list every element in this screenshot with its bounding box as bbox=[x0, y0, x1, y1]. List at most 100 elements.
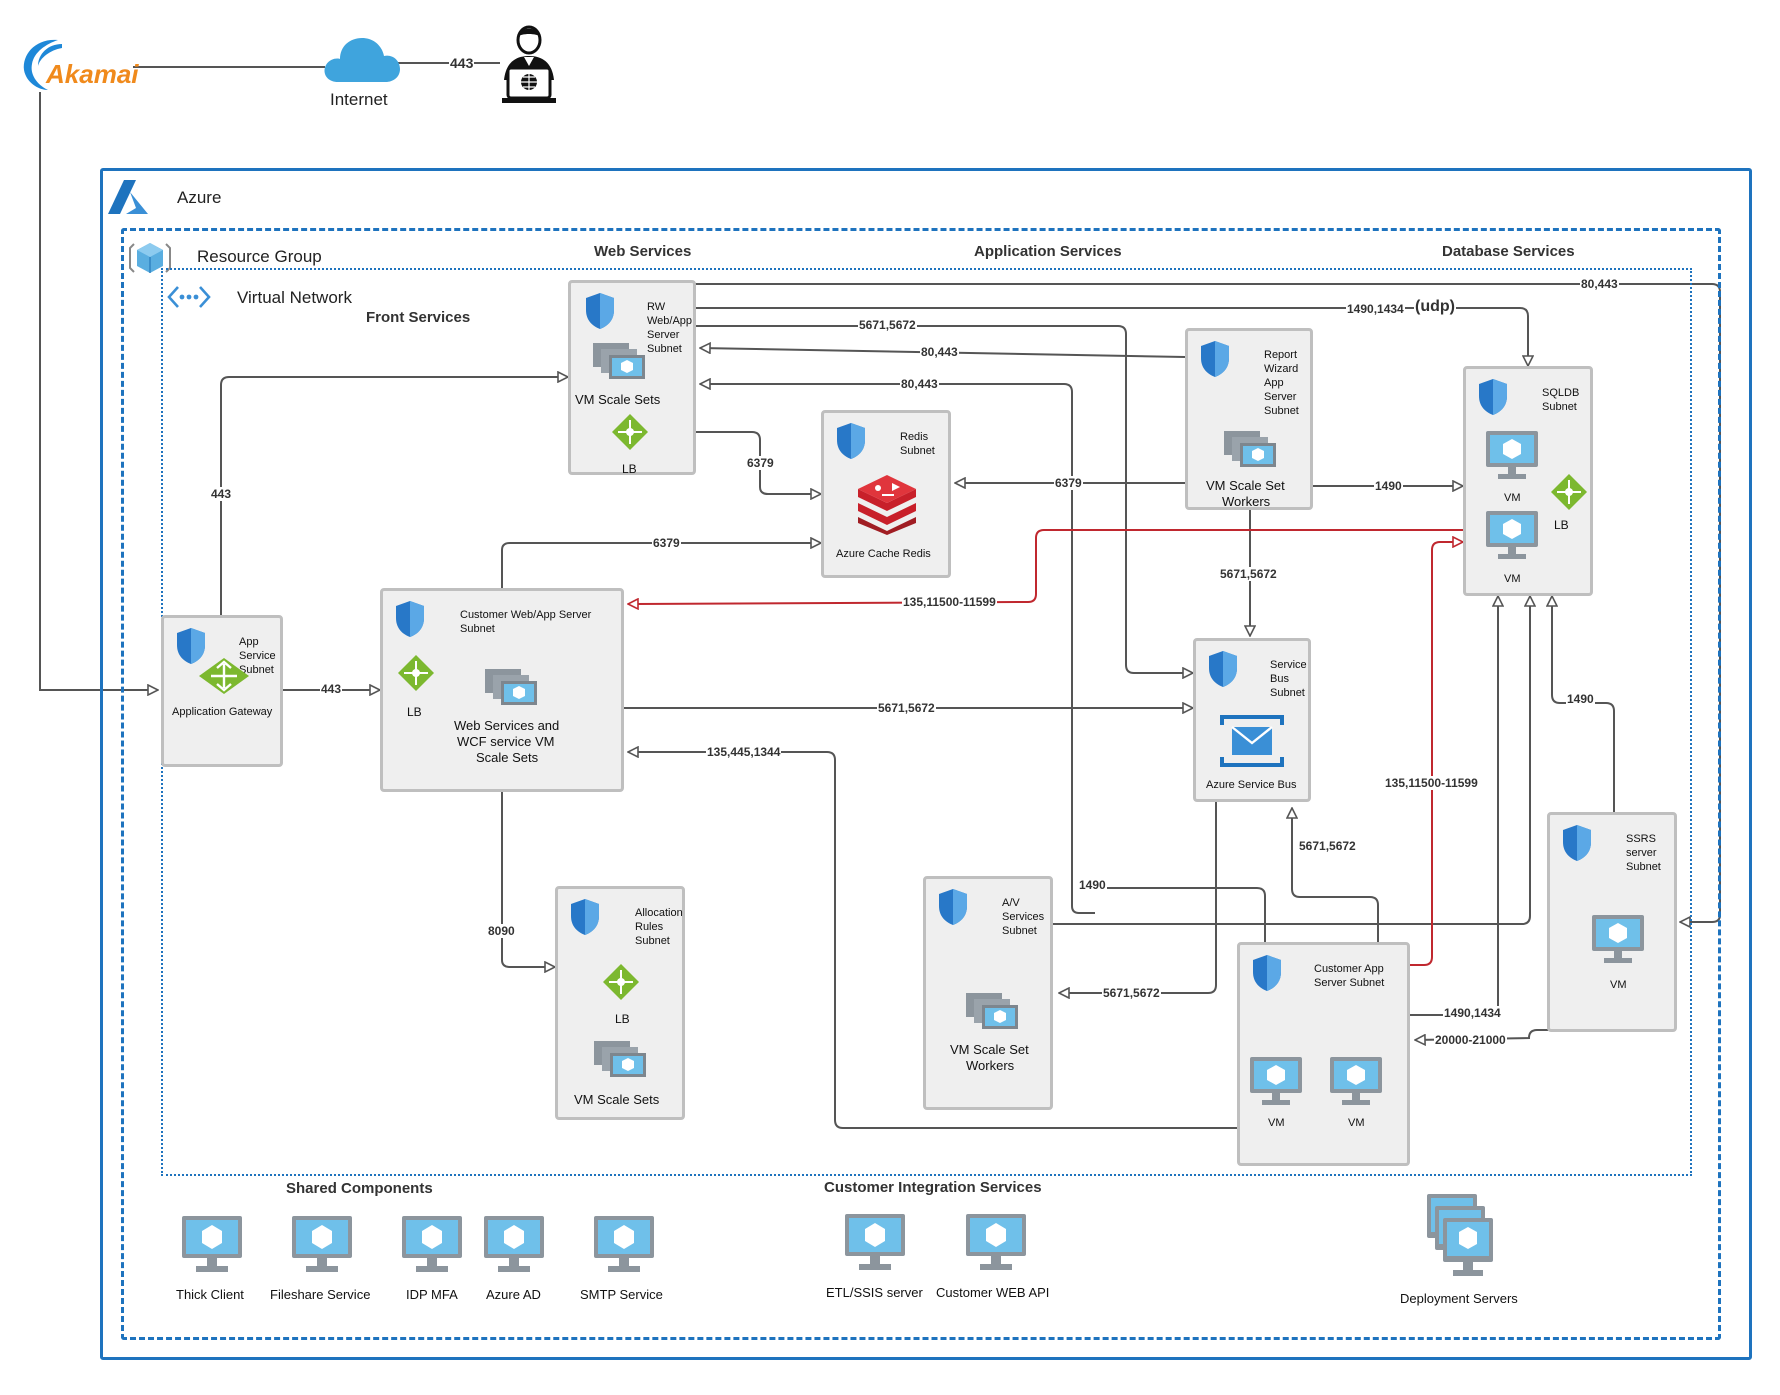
av-services-subnet: A/V Services Subnet VM Scale Set Workers bbox=[923, 876, 1053, 1110]
port-label: 135,11500-11599 bbox=[1384, 776, 1479, 790]
resource-group-icon bbox=[129, 243, 171, 273]
sqldb-subnet: SQLDB Subnet VM LB VM bbox=[1463, 366, 1593, 596]
akamai-label: Akamai bbox=[46, 59, 139, 89]
subnet-label-line: Subnet bbox=[1270, 687, 1305, 699]
load-balancer-icon bbox=[398, 655, 434, 691]
virtual-network-logo bbox=[166, 284, 212, 315]
wire-gateway-rw bbox=[220, 377, 568, 615]
azure-cache-redis-caption: Azure Cache Redis bbox=[836, 548, 931, 560]
port-label: 80,443 bbox=[1580, 277, 1619, 291]
internet-label: Internet bbox=[330, 90, 388, 109]
shield-icon bbox=[939, 889, 967, 925]
port-label: 5671,5672 bbox=[1219, 567, 1278, 581]
port-label: 6379 bbox=[746, 456, 775, 470]
port-label: 20000-21000 bbox=[1434, 1033, 1507, 1047]
vm-icon bbox=[402, 1216, 462, 1272]
port-label: 5671,5672 bbox=[1102, 986, 1161, 1000]
application-gateway-icon bbox=[199, 658, 249, 694]
akamai-logo: Akamai bbox=[18, 34, 140, 94]
subnet-label-line: SSRS bbox=[1626, 833, 1656, 845]
shared-item-idp-mfa bbox=[400, 1214, 464, 1274]
azure-label: Azure bbox=[177, 188, 222, 207]
subnet-label-line: Subnet bbox=[1626, 861, 1661, 873]
subnet-label-line: Subnet bbox=[1264, 405, 1299, 417]
wire-av-customerapp bbox=[1078, 887, 1266, 942]
vm-caption: VM bbox=[1348, 1117, 1365, 1129]
subnet-label-line: Service bbox=[1270, 659, 1307, 671]
shield-icon bbox=[1209, 651, 1237, 687]
application-gateway-caption: Application Gateway bbox=[172, 706, 273, 718]
customer-web-caption-line: Web Services and bbox=[454, 718, 560, 733]
vm-caption: VM bbox=[1610, 979, 1627, 991]
vm-icon bbox=[966, 1214, 1026, 1270]
port-label: 80,443 bbox=[920, 345, 959, 359]
report-wizard-caption-line: VM Scale Set bbox=[1206, 478, 1285, 493]
section-application-services: Application Services bbox=[974, 243, 1122, 260]
report-wizard-subnet: Report Wizard App Server Subnet VM Scale… bbox=[1185, 328, 1313, 510]
ssrs-server-subnet: SSRS server Subnet VM bbox=[1547, 812, 1677, 1032]
app-service-subnet: App Service Subnet Application Gateway bbox=[161, 615, 283, 767]
subnet-label-line: Customer App bbox=[1314, 963, 1384, 975]
vm-scale-sets-caption: VM Scale Sets bbox=[575, 392, 661, 407]
subnet-label-line: Server Subnet bbox=[1314, 977, 1385, 989]
integration-label: Customer WEB API bbox=[936, 1285, 1050, 1300]
shared-item-fileshare bbox=[290, 1214, 354, 1274]
cloud-icon bbox=[324, 38, 400, 82]
internet-cloud bbox=[322, 24, 402, 84]
port-label: 1490 bbox=[1078, 878, 1107, 892]
port-label: 443 bbox=[210, 487, 233, 501]
load-balancer-icon bbox=[612, 414, 648, 450]
av-caption-line: Workers bbox=[966, 1058, 1015, 1073]
section-web-services: Web Services bbox=[594, 243, 692, 260]
shield-icon bbox=[571, 899, 599, 935]
subnet-label-line: App bbox=[239, 636, 259, 648]
azure-service-bus-caption: Azure Service Bus bbox=[1206, 779, 1297, 791]
section-shared-components: Shared Components bbox=[286, 1180, 433, 1197]
report-wizard-caption-line: Workers bbox=[1222, 494, 1271, 509]
vm-icon bbox=[182, 1216, 242, 1272]
port-label: 5671,5672 bbox=[858, 318, 917, 332]
wire-customer-redis bbox=[501, 543, 821, 588]
resource-group-label: Resource Group bbox=[197, 247, 322, 266]
resource-group-boundary bbox=[121, 228, 1721, 1340]
rw-web-app-subnet: RW Web/App Server Subnet VM Scale Sets L… bbox=[568, 280, 696, 476]
shared-item-smtp bbox=[592, 1214, 656, 1274]
wire-av-sqldb bbox=[1053, 596, 1530, 925]
subnet-label-line: Redis bbox=[900, 431, 929, 443]
wire-red-customerweb bbox=[628, 529, 1463, 604]
vm-caption: VM bbox=[1504, 573, 1521, 585]
port-label: 6379 bbox=[652, 536, 681, 550]
shared-label: Azure AD bbox=[486, 1287, 541, 1302]
shield-icon bbox=[837, 423, 865, 459]
subnet-label-line: A/V bbox=[1002, 897, 1020, 909]
shield-icon bbox=[1563, 825, 1591, 861]
wire-rw-servicebus bbox=[695, 325, 1193, 673]
customer-app-server-subnet: Customer App Server Subnet VM VM bbox=[1237, 942, 1410, 1166]
subnet-label-line: Subnet bbox=[1002, 925, 1037, 937]
subnet-label-line: Subnet bbox=[1542, 401, 1577, 413]
subnet-label-line: Service bbox=[239, 650, 276, 662]
vm-scale-set-icon bbox=[966, 993, 1018, 1029]
vm-caption: VM bbox=[1268, 1117, 1285, 1129]
subnet-label-line: SQLDB bbox=[1542, 387, 1580, 399]
subnet-label-line: Subnet bbox=[460, 623, 495, 635]
subnet-label-line: Subnet bbox=[647, 343, 682, 355]
subnet-label-line: Web/App bbox=[647, 315, 693, 327]
subnet-label-line: Wizard bbox=[1264, 363, 1299, 375]
server-stack-icon bbox=[1427, 1194, 1493, 1276]
shield-icon bbox=[1201, 341, 1229, 377]
deployment-servers-label: Deployment Servers bbox=[1400, 1291, 1518, 1306]
integration-item-web-api bbox=[964, 1212, 1028, 1272]
user-laptop bbox=[500, 24, 558, 104]
service-bus-subnet: Service Bus Subnet Azure Service Bus bbox=[1193, 638, 1311, 802]
allocation-rules-subnet: Allocation Rules Subnet LB VM Scale Sets bbox=[555, 886, 685, 1120]
integration-label: ETL/SSIS server bbox=[826, 1285, 923, 1300]
wire-customer-allocation bbox=[501, 792, 555, 967]
vm-caption: VM bbox=[1504, 492, 1521, 504]
port-label: 5671,5672 bbox=[877, 701, 936, 715]
subnet-label-line: Services bbox=[1002, 911, 1045, 923]
lb-caption: LB bbox=[407, 705, 422, 719]
wire-customerapp-customerweb bbox=[628, 752, 1237, 1129]
load-balancer-icon bbox=[1551, 474, 1587, 510]
customer-web-app-subnet: Customer Web/App Server Subnet LB Web Se… bbox=[380, 588, 624, 792]
